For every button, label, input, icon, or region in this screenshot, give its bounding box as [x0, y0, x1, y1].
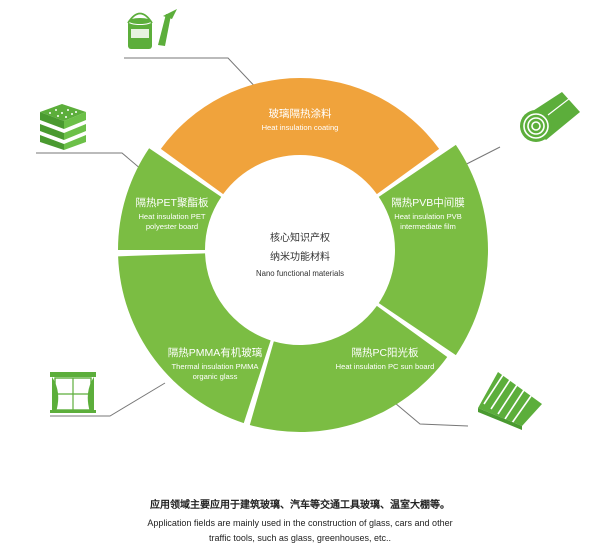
leader-line-pmma	[50, 382, 166, 417]
center-title-1: 核心知识产权	[270, 231, 330, 244]
caption-english-line-1: Application fields are mainly used in th…	[147, 518, 453, 528]
ring-segment-pmma	[118, 253, 271, 424]
segment-pvb-sub-1: Heat insulation PVB	[394, 212, 462, 221]
paint-bucket-brush-icon	[127, 9, 177, 49]
corrugated-sheets-icon	[478, 372, 542, 430]
leader-line-coating	[124, 57, 263, 95]
ring-segment-pet	[118, 148, 222, 250]
segment-pvb-title: 隔热PVB中间膜	[391, 196, 465, 209]
segment-pc-sub: Heat insulation PC sun board	[336, 362, 435, 371]
leader-line-pc	[394, 402, 469, 427]
application-ring-diagram: 核心知识产权 纳米功能材料 Nano functional materials …	[36, 9, 580, 433]
layered-board-icon	[40, 104, 86, 150]
center-title-2: 纳米功能材料	[270, 250, 330, 263]
ring-segment-pc	[249, 305, 448, 433]
caption-english-line-2: traffic tools, such as glass, greenhouse…	[209, 533, 391, 543]
segment-pvb-sub-2: intermediate film	[400, 222, 456, 231]
ring-segment-pvb	[378, 144, 488, 356]
segment-pc-title: 隔热PC阳光板	[351, 346, 419, 359]
center-subtitle: Nano functional materials	[256, 269, 344, 278]
center-disc	[207, 157, 393, 343]
segment-pmma-sub-2: organic glass	[193, 372, 238, 381]
segment-pet-sub-2: polyester board	[146, 222, 198, 231]
segment-labels: 玻璃隔热涂料 Heat insulation coating 隔热PVB中间膜 …	[136, 107, 466, 381]
caption-chinese: 应用领域主要应用于建筑玻璃、汽车等交通工具玻璃、温室大棚等。	[150, 500, 450, 511]
segment-pet-sub-1: Heat insulation PET	[138, 212, 205, 221]
window-curtain-icon	[50, 372, 96, 413]
ring-segment-coating	[160, 78, 440, 195]
segment-coating-sub: Heat insulation coating	[262, 123, 339, 132]
leader-lines	[36, 57, 501, 427]
segment-pmma-title: 隔热PMMA有机玻璃	[168, 346, 263, 359]
segment-coating-title: 玻璃隔热涂料	[269, 107, 332, 120]
segment-pmma-sub-1: Thermal insulation PMMA	[172, 362, 260, 371]
segment-pet-title: 隔热PET聚酯板	[136, 196, 209, 209]
film-roll-icon	[520, 92, 580, 142]
ring-segments	[118, 78, 488, 433]
